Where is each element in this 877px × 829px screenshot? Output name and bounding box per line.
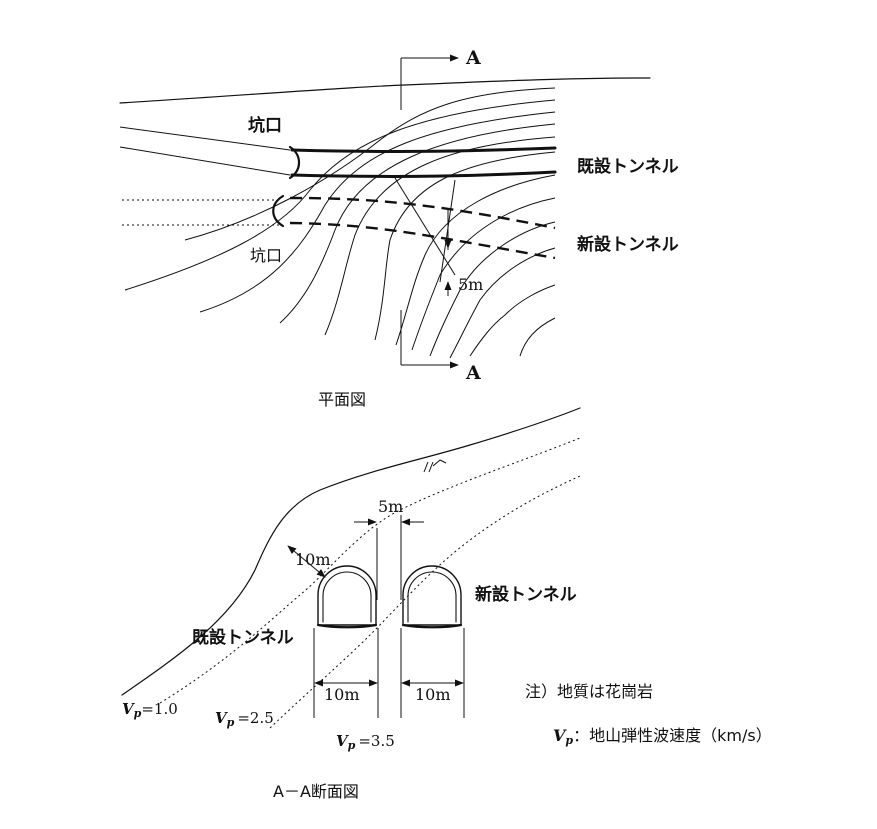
section-existing-tunnel-label: 既設トンネル <box>192 627 294 648</box>
vp-boundary-2 <box>269 475 581 729</box>
section-spacing-label: 5m <box>378 497 403 516</box>
new-tunnel-plan-upper <box>289 196 556 230</box>
plan-cross-line-1 <box>394 177 456 276</box>
section-caption: A－A断面図 <box>273 782 359 801</box>
section-marker-bottom: A <box>465 362 481 384</box>
plan-view: A A 坑口 坑口 既設トンネル 新設トンネル 5m 平面図 <box>119 47 679 409</box>
cover-dim-line <box>287 545 326 578</box>
vp-label-1: Vp=1.0 <box>122 700 178 720</box>
existing-tunnel-plan-lower <box>290 170 557 178</box>
existing-approach-line-1 <box>119 126 291 151</box>
new-tunnel-section <box>401 565 463 629</box>
section-new-tunnel-label: 新設トンネル <box>475 584 577 605</box>
new-portal-symbol <box>272 194 285 228</box>
cover-label: 10m <box>295 550 331 569</box>
plan-new-tunnel-label: 新設トンネル <box>577 234 679 255</box>
plan-existing-tunnel-label: 既設トンネル <box>577 156 679 177</box>
vp-label-2: Vp=2.5 <box>215 709 274 729</box>
portal-new-label: 坑口 <box>250 246 282 265</box>
vp-boundary-1 <box>159 437 581 704</box>
notes: 注）地質は花崗岩 Vp：地山弾性波速度（km/s） <box>525 682 772 747</box>
note-vp-definition: Vp：地山弾性波速度（km/s） <box>553 726 772 747</box>
existing-portal-symbol <box>288 145 301 180</box>
plan-spacing-label: 5m <box>458 275 483 294</box>
section-marker-top: A <box>465 47 481 69</box>
vp-label-3: Vp=3.5 <box>336 732 395 752</box>
plan-top-curve <box>119 77 651 104</box>
new-tunnel-plan-lower <box>289 221 556 260</box>
width-existing-label: 10m <box>324 685 360 704</box>
vegetation-symbol <box>423 459 447 473</box>
ground-surface-line <box>121 407 581 696</box>
existing-tunnel-section <box>316 565 378 629</box>
plan-caption: 平面図 <box>318 390 366 409</box>
existing-tunnel-plan-upper <box>290 146 557 153</box>
portal-existing-label: 坑口 <box>248 115 282 136</box>
contour-lines <box>124 87 556 359</box>
width-new-label: 10m <box>415 685 451 704</box>
section-view: 10m 5m 既設トンネル 新設トンネル 10m 10m Vp=1.0 Vp=2… <box>121 407 581 801</box>
note-geology: 注）地質は花崗岩 <box>525 682 653 701</box>
existing-approach-line-2 <box>119 146 291 176</box>
